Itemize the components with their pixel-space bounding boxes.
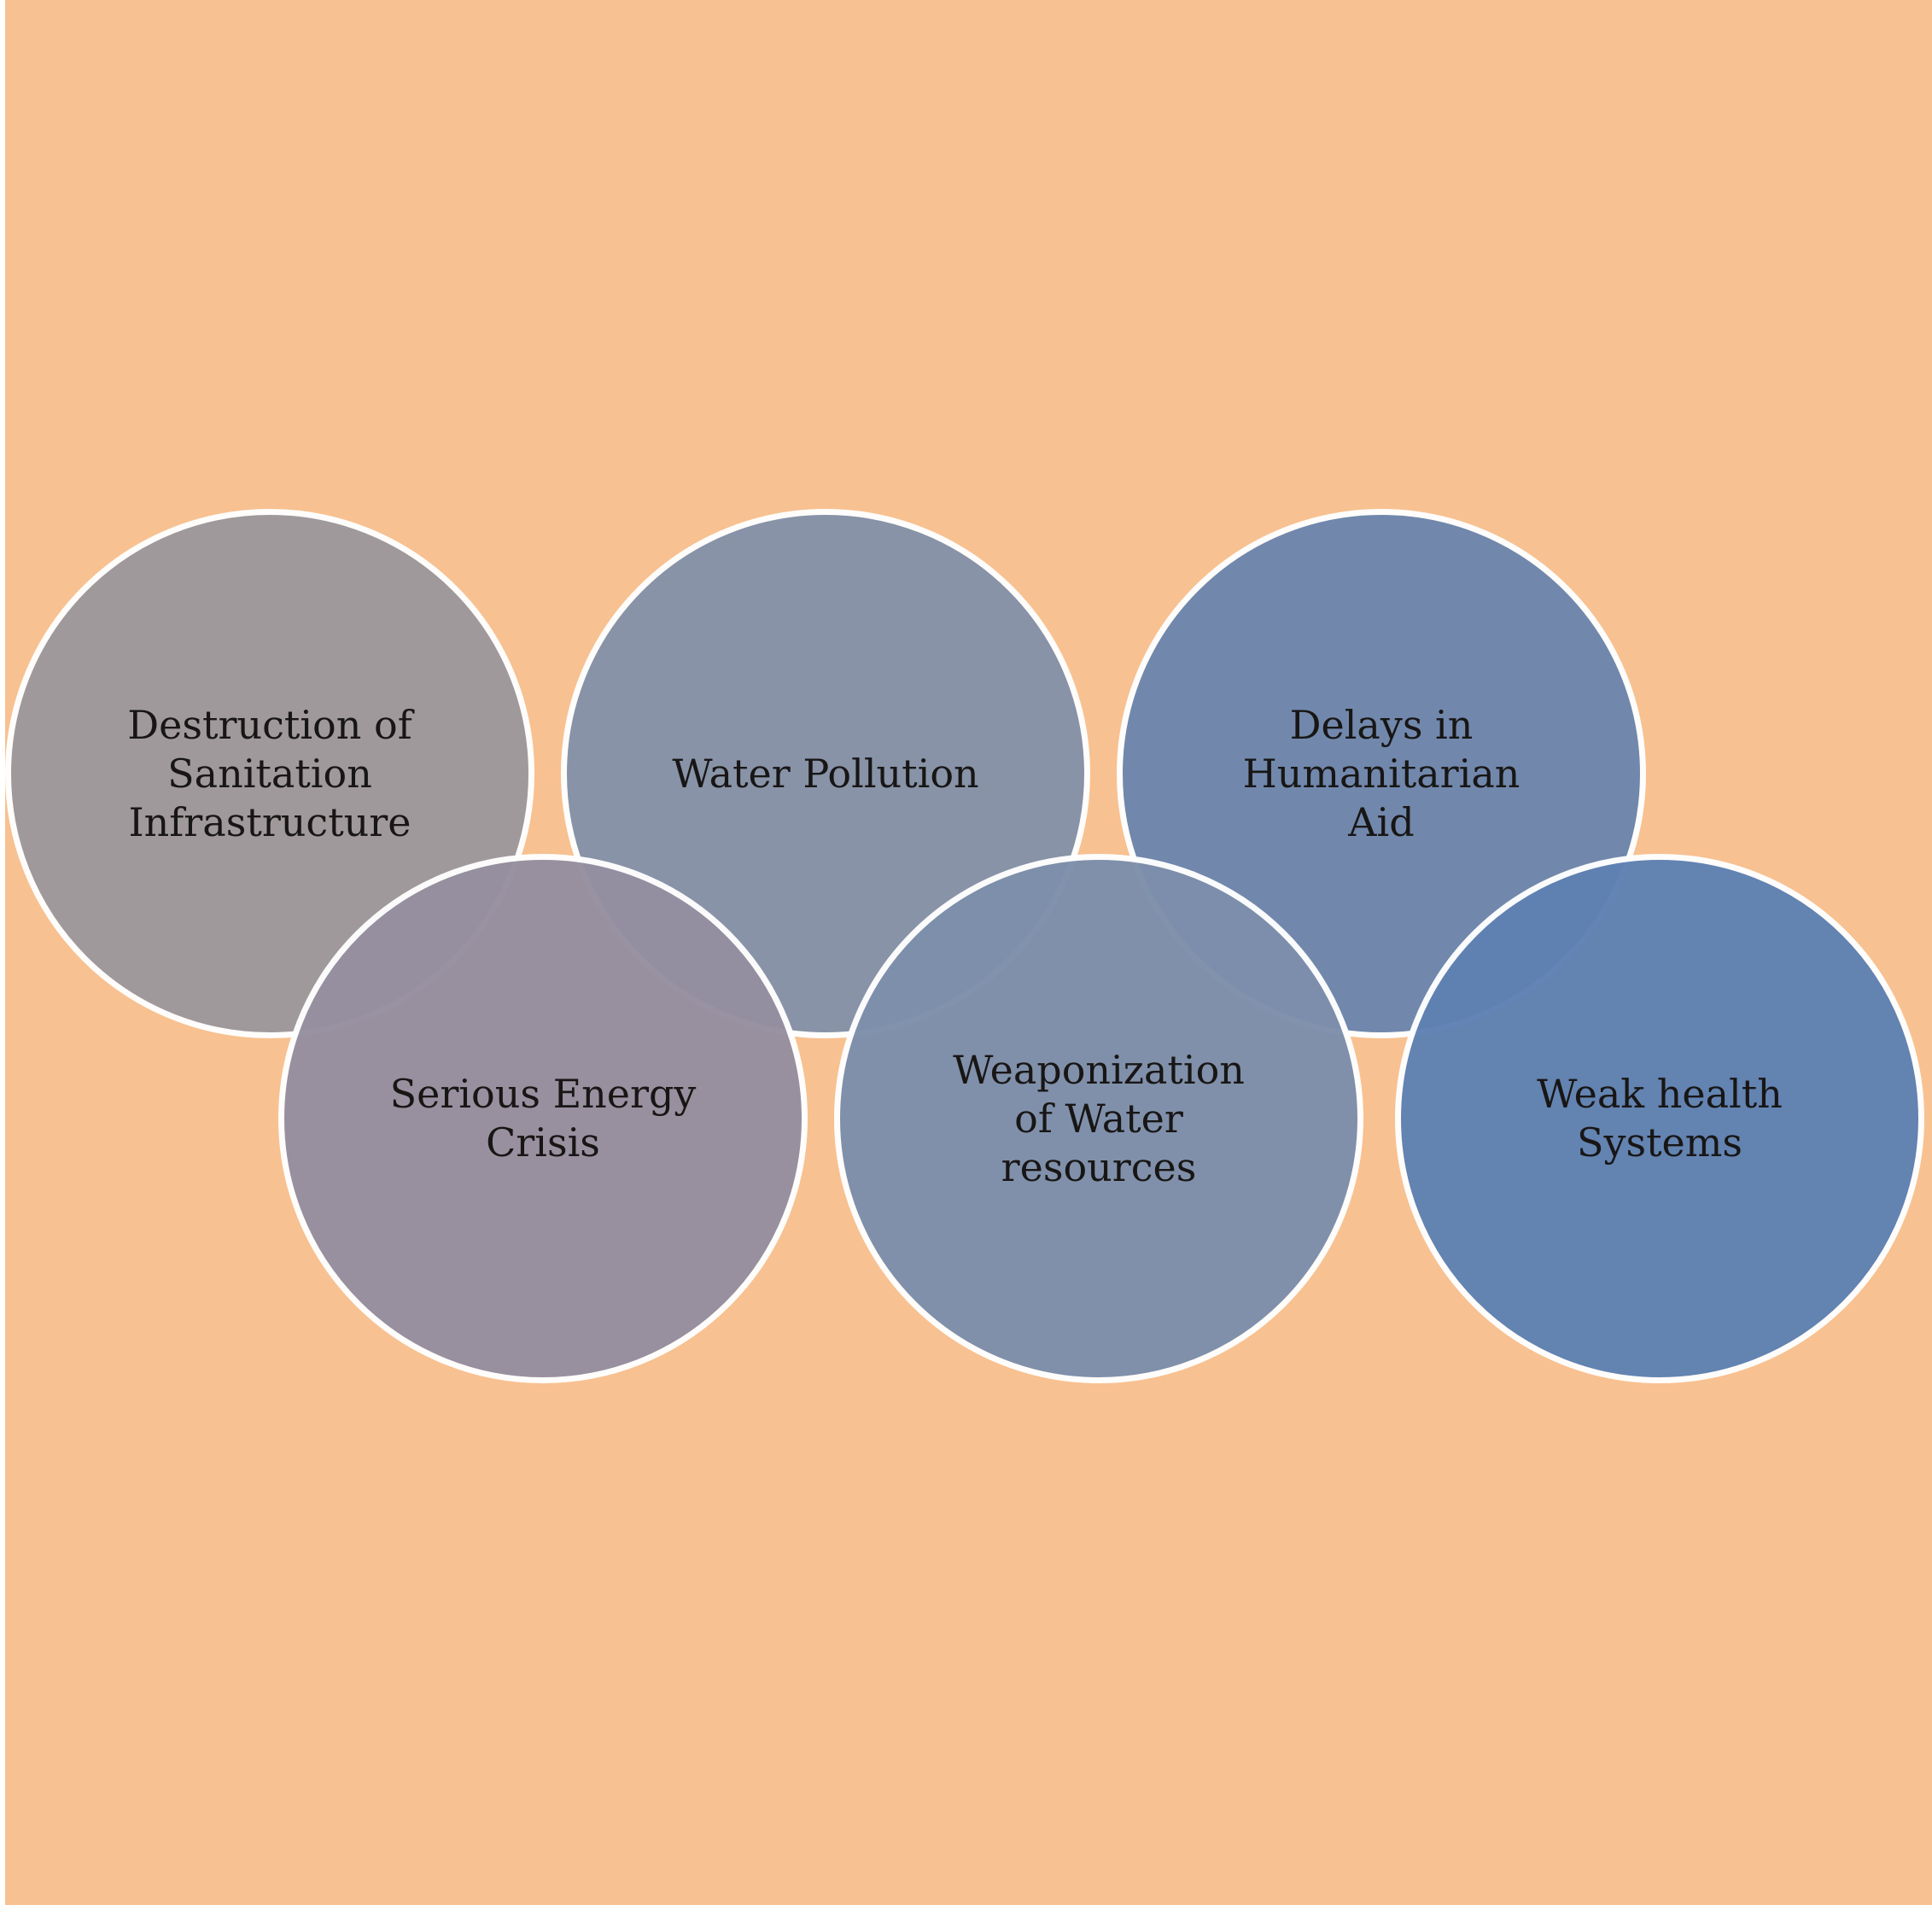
diagram-canvas: Destruction of Sanitation Infrastructure… [5, 0, 1932, 1905]
circle-label: Weak health Systems [1537, 1071, 1783, 1166]
circle-label: Serious Energy Crisis [389, 1071, 697, 1166]
circle-weak-health-systems: Weak health Systems [1395, 854, 1924, 1383]
circle-label: Water Pollution [672, 750, 979, 797]
circle-label: Delays in Humanitarian Aid [1242, 701, 1521, 845]
circle-serious-energy-crisis: Serious Energy Crisis [278, 854, 808, 1383]
circle-weaponization-of-water-resources: Weaponization of Water resources [834, 854, 1363, 1383]
circle-water-pollution: Water Pollution [561, 509, 1090, 1038]
circle-label: Weaponization of Water resources [953, 1046, 1245, 1190]
circle-destruction-of-sanitation-infrastructure: Destruction of Sanitation Infrastructure [5, 509, 534, 1038]
circle-label: Destruction of Sanitation Infrastructure [127, 701, 412, 845]
